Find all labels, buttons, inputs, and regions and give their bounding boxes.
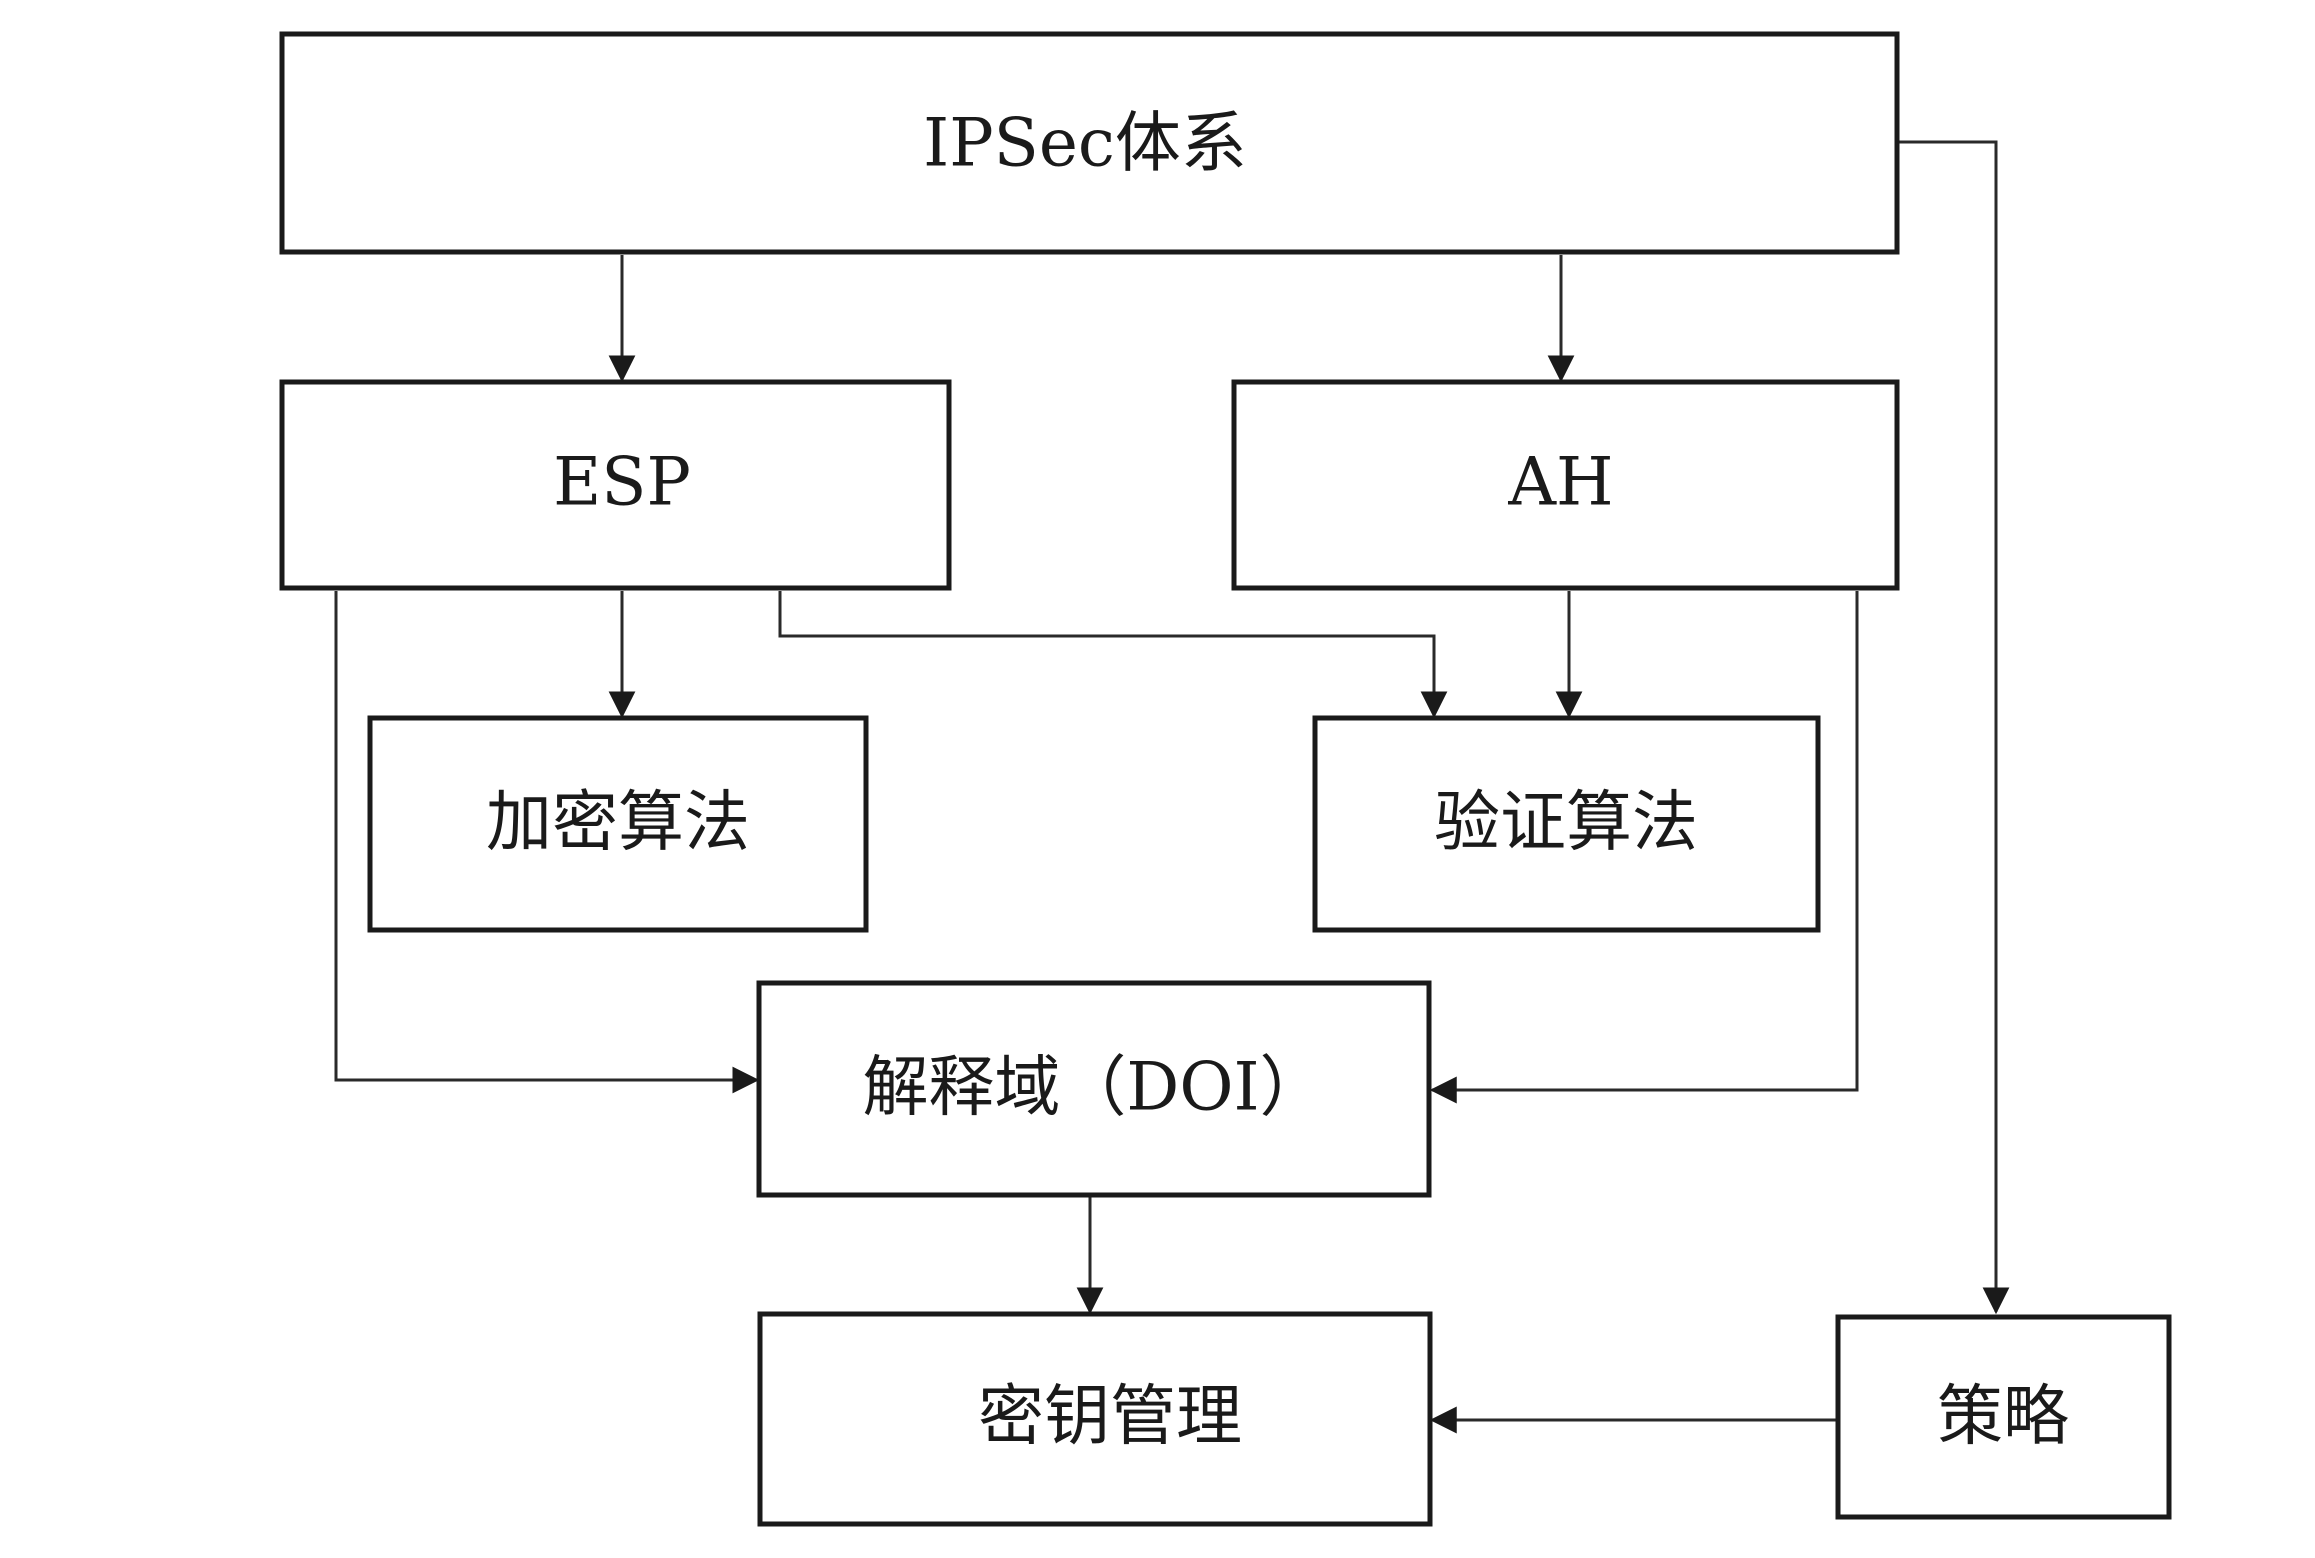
node-authentication-algorithm-label: 验证算法	[1434, 784, 1698, 861]
node-encryption-algorithm: 加密算法	[367, 715, 869, 933]
node-key-management-label: 密钥管理	[978, 1378, 1242, 1455]
edge-ipsec-to-policy	[1897, 140, 2010, 1315]
node-esp-label: ESP	[553, 444, 691, 521]
node-authentication-algorithm: 验证算法	[1312, 715, 1821, 933]
node-policy-label: 策略	[1937, 1378, 2069, 1455]
connectors	[334, 140, 2010, 1434]
node-ah: AH	[1231, 379, 1900, 591]
node-ah-label: AH	[1507, 444, 1613, 521]
node-key-management: 密钥管理	[757, 1311, 1433, 1527]
edge-esp-to-doi	[334, 591, 760, 1094]
node-policy: 策略	[1835, 1314, 2172, 1520]
node-encryption-algorithm-label: 加密算法	[486, 784, 750, 861]
node-ipsec: IPSec体系	[279, 31, 1900, 255]
edge-esp-to-authentication	[778, 591, 1448, 719]
edge-ah-to-doi	[1429, 591, 1859, 1104]
node-ipsec-label: IPSec体系	[923, 105, 1247, 182]
node-doi-label: 解释域（DOI）	[862, 1049, 1325, 1126]
node-esp: ESP	[279, 379, 952, 591]
node-doi: 解释域（DOI）	[756, 980, 1432, 1198]
